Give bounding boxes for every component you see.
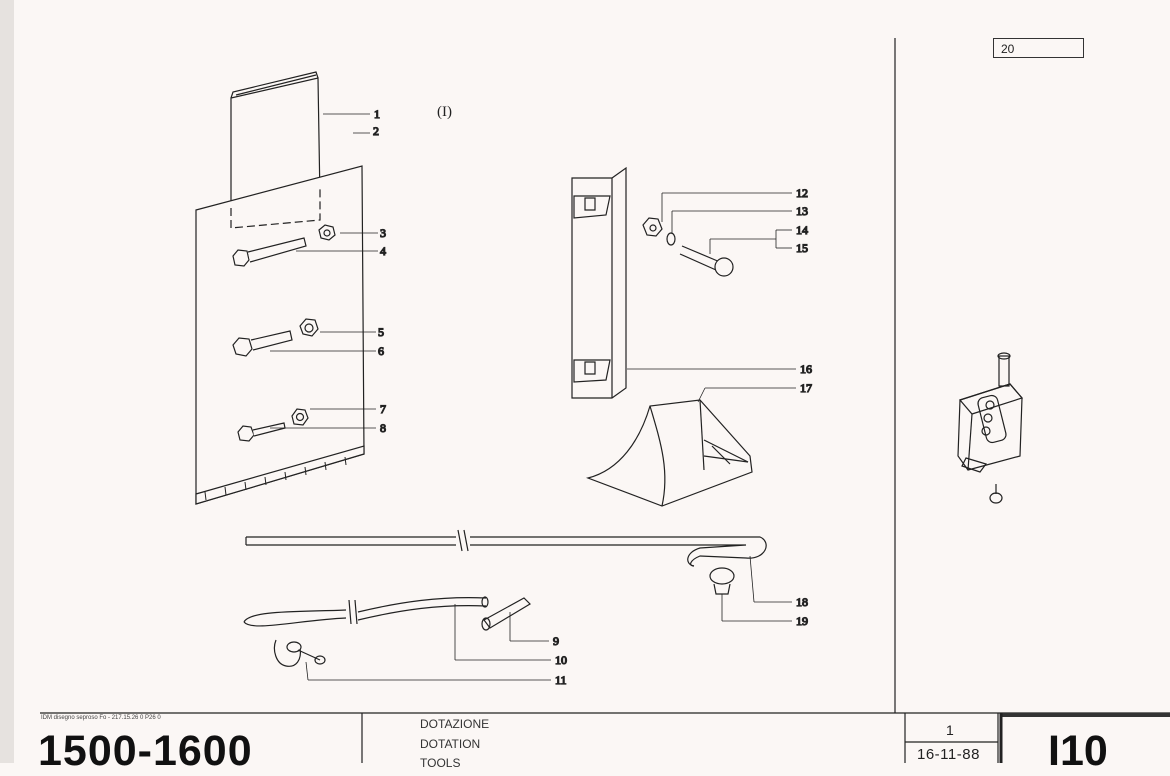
callout-4: 4 [380,244,386,258]
callout-12: 12 [796,186,808,200]
control-box [957,352,1024,504]
tow-rope [243,596,489,627]
title-block-heavy-rule [1001,713,1170,717]
callout-6: 6 [378,344,384,358]
scan-edge-shadow [0,0,14,763]
nut [291,408,309,426]
bolt [232,330,293,357]
towing-rod [245,529,767,567]
callout-14: 14 [796,223,808,237]
title-italian: DOTAZIONE [420,717,490,731]
callout-2: 2 [373,124,379,138]
leader-lines [270,113,796,681]
callout-3: 3 [380,226,386,240]
nut [299,318,319,337]
manual-booklet [230,71,321,209]
group-label: (I) [437,104,452,120]
revision-number: 1 [946,722,954,738]
callout-15: 15 [796,241,808,255]
bolt [679,245,734,277]
washer [666,232,676,246]
nut [642,217,663,237]
callout-11: 11 [555,673,567,687]
callout-10: 10 [555,653,567,667]
page-box: 20 [993,38,1084,58]
sheet-code: I10 [1048,727,1108,775]
shackle [709,567,735,595]
callout-1: 1 [374,107,380,121]
callout-13: 13 [796,204,808,218]
bolt [237,422,286,442]
revision-date: 16-11-88 [917,746,980,763]
callout-5: 5 [378,325,384,339]
title-french: DOTATION [420,737,481,751]
callout-19: 19 [796,614,808,628]
reference-note: IDM disegno seproso Fo - 217.15.26 0 P26… [41,715,161,721]
callout-18: 18 [796,595,808,609]
wheel-chock [585,399,753,507]
nut [318,224,336,241]
title-english: TOOLS [420,756,461,770]
model-number: 1500-1600 [38,727,253,775]
callout-16: 16 [800,362,812,376]
bolt [232,237,307,267]
callout-8: 8 [380,421,386,435]
callout-7: 7 [380,402,386,416]
wheel-chock-bracket [571,166,627,399]
rope-shackle [273,639,326,667]
rope-tube [481,597,531,631]
callout-17: 17 [800,381,812,395]
callout-9: 9 [553,634,559,648]
